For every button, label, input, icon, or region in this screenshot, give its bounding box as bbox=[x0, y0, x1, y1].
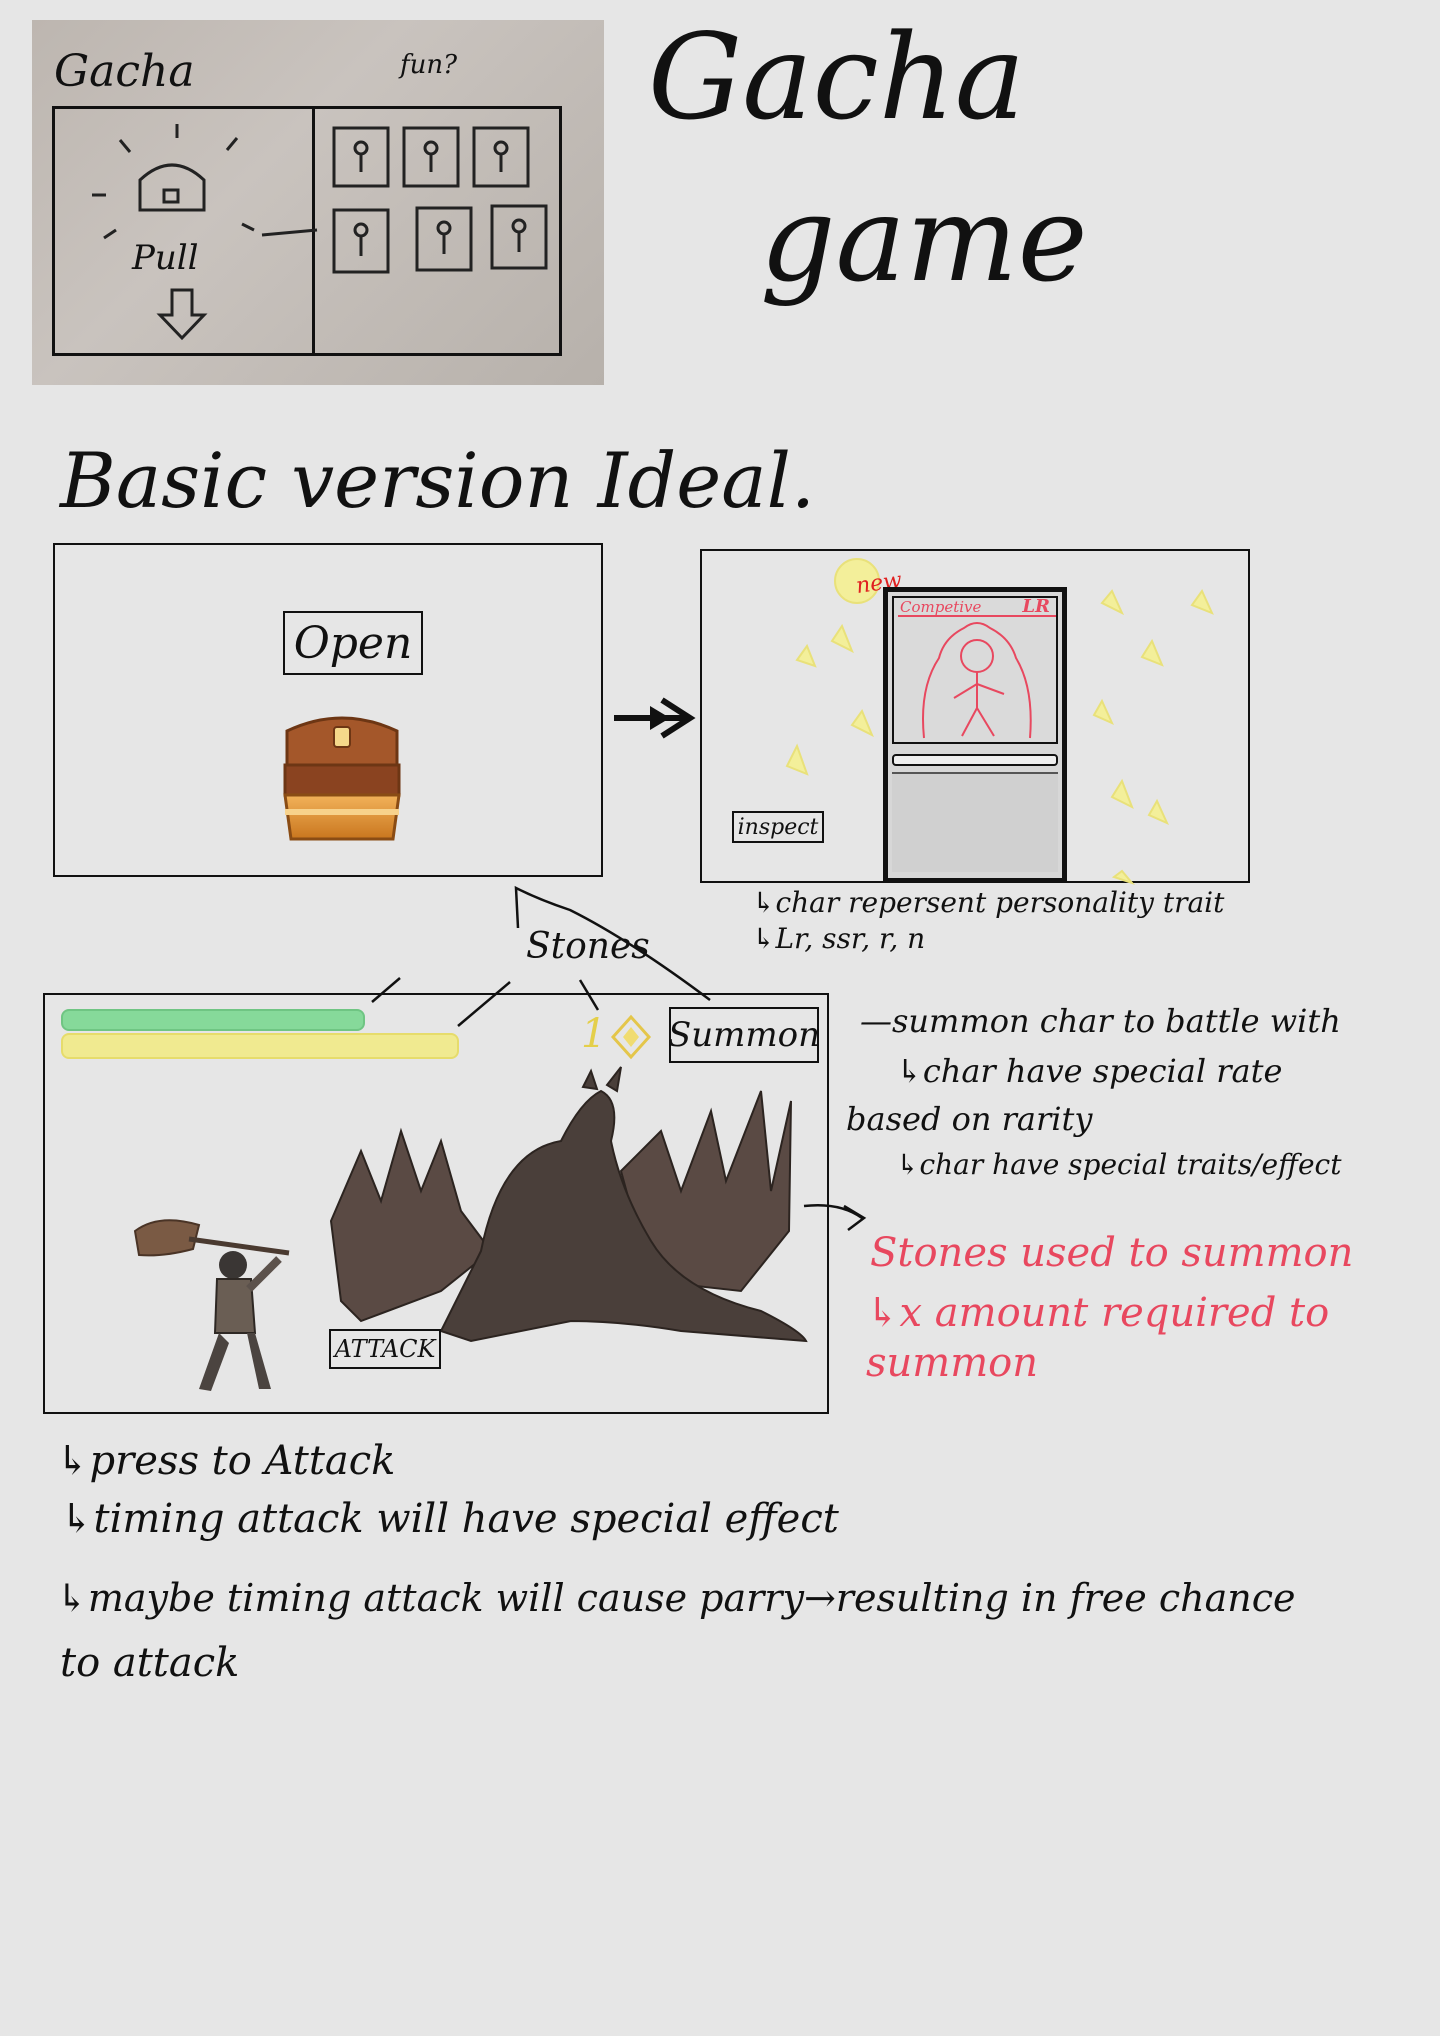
arrow-right-small-icon bbox=[803, 1204, 867, 1231]
sketch-pull-label: Pull bbox=[132, 238, 199, 278]
sketch-title: Gacha bbox=[54, 46, 195, 97]
hunter-character bbox=[133, 1219, 290, 1391]
page-title-line1: Gacha bbox=[648, 8, 1026, 146]
stone-count: 1 bbox=[581, 1011, 607, 1057]
open-button[interactable]: Open bbox=[283, 611, 423, 675]
treasure-chest-icon bbox=[283, 716, 401, 841]
stones-label: Stones bbox=[526, 926, 650, 967]
sketch-photo: Gacha fun? Pull bbox=[32, 20, 604, 385]
battle-note-2: ↳char have special rate bbox=[896, 1052, 1283, 1090]
open-button-label: Open bbox=[293, 617, 413, 669]
page-title-line2: game bbox=[760, 170, 1088, 308]
attack-note-1: ↳press to Attack bbox=[56, 1438, 396, 1484]
sketch-frame bbox=[52, 106, 562, 356]
card-description-area bbox=[892, 772, 1058, 872]
character-drawing bbox=[898, 615, 1056, 739]
sketch-chest-icon bbox=[138, 163, 206, 212]
stones-note-1: Stones used to summon bbox=[870, 1230, 1354, 1276]
stone-icon bbox=[610, 1014, 652, 1060]
summon-button-label: Summon bbox=[667, 1015, 821, 1055]
battle-note-3: based on rarity bbox=[846, 1100, 1093, 1138]
battle-note-4: ↳char have special traits/effect bbox=[896, 1148, 1342, 1181]
sketch-cards bbox=[332, 126, 548, 274]
card-note-2: ↳Lr, ssr, r, n bbox=[752, 922, 926, 955]
attack-note-4: to attack bbox=[60, 1640, 240, 1686]
inspect-button[interactable]: inspect bbox=[732, 811, 824, 843]
battle-note-1: —summon char to battle with bbox=[860, 1002, 1341, 1040]
dragon-enemy bbox=[329, 1066, 808, 1343]
sketch-down-arrow-icon bbox=[156, 288, 208, 341]
card-name: Competive bbox=[900, 598, 982, 616]
attack-note-3: ↳maybe timing attack will cause parry→re… bbox=[56, 1576, 1296, 1620]
stones-pointer-lines bbox=[371, 885, 711, 1027]
card-note-1: ↳char repersent personality trait bbox=[752, 886, 1225, 919]
stones-note-2: ↳x amount required to bbox=[866, 1290, 1330, 1336]
attack-button-label: ATTACK bbox=[334, 1335, 436, 1363]
stones-note-3: summon bbox=[866, 1340, 1038, 1386]
attack-note-2: ↳timing attack will have special effect bbox=[60, 1496, 839, 1542]
screen-battle: 1 Summon ATTACK bbox=[43, 993, 829, 1414]
health-bar bbox=[61, 1009, 365, 1031]
sketch-fun-note: fun? bbox=[400, 50, 458, 80]
energy-bar bbox=[61, 1033, 459, 1059]
character-card[interactable]: Competive LR bbox=[883, 587, 1067, 883]
attack-button[interactable]: ATTACK bbox=[329, 1329, 441, 1369]
card-name-bar bbox=[892, 754, 1058, 766]
summon-button[interactable]: Summon bbox=[667, 1007, 821, 1063]
section-heading: Basic version Ideal. bbox=[60, 436, 816, 525]
card-rarity: LR bbox=[1022, 596, 1050, 617]
screen-card: new Competive LR inspect bbox=[700, 549, 1250, 886]
inspect-button-label: inspect bbox=[737, 814, 819, 840]
arrow-right-icon bbox=[614, 697, 696, 739]
sketch-drawings bbox=[92, 124, 548, 341]
card-art-frame: Competive LR bbox=[892, 596, 1058, 744]
screen-open: Open bbox=[53, 543, 603, 877]
